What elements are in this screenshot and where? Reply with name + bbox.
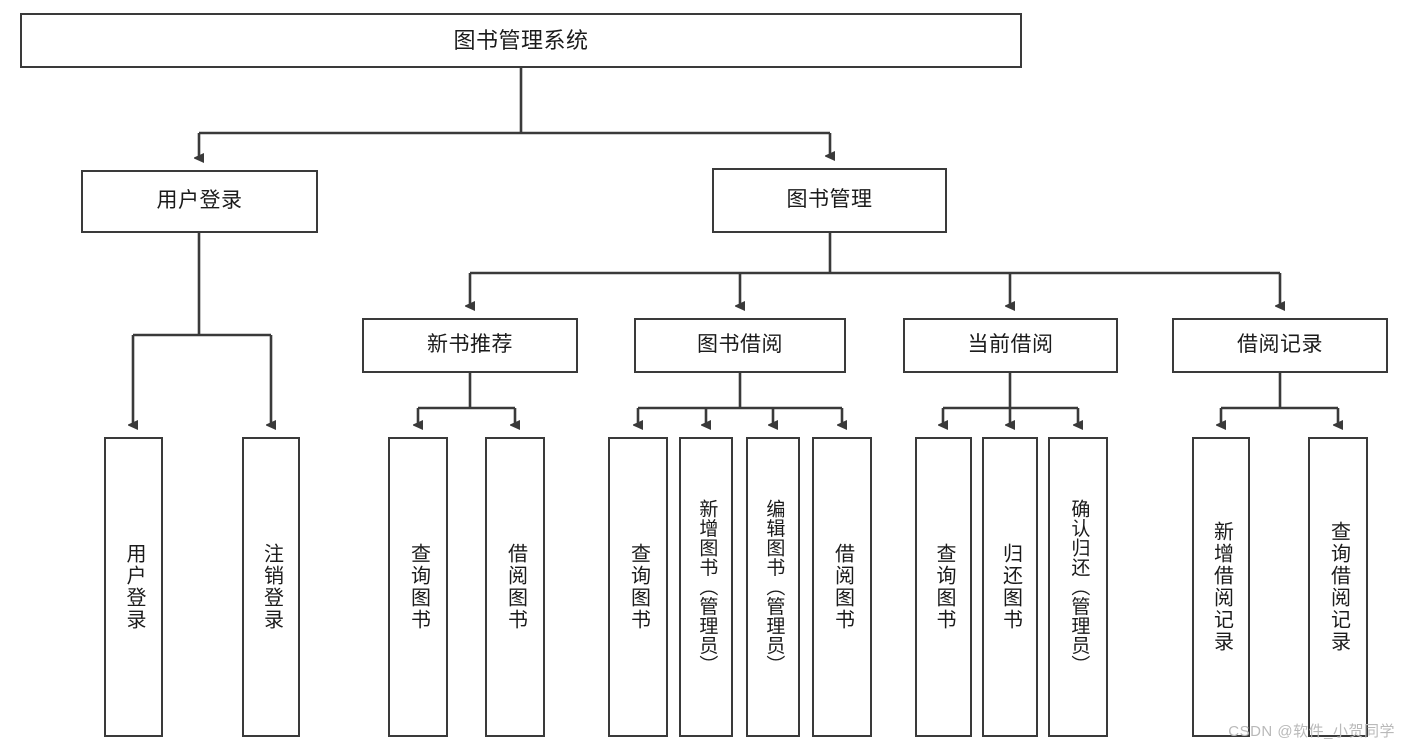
current-borrow-to-leaves-connectors: [943, 373, 1078, 425]
leaf-node-label: 确认归还（管理员）: [1068, 499, 1090, 675]
borrow-record-to-leaves-connectors: [1221, 373, 1338, 425]
leaf-node[interactable]: 注销登录: [242, 437, 300, 737]
leaf-node-label: 新增图书（管理员）: [696, 499, 718, 675]
node-borrow-record[interactable]: 借阅记录: [1172, 318, 1388, 373]
leaf-node[interactable]: 借阅图书: [485, 437, 545, 737]
leaf-node[interactable]: 归还图书: [982, 437, 1038, 737]
leaf-node-label: 查询借阅记录: [1327, 521, 1350, 653]
node-book-borrow-label: 图书借阅: [697, 333, 783, 357]
node-book-borrow[interactable]: 图书借阅: [634, 318, 846, 373]
node-new-book-recommend-label: 新书推荐: [427, 333, 513, 357]
leaf-node-label: 借阅图书: [504, 543, 527, 631]
leaf-node-label: 注销登录: [260, 543, 283, 631]
node-root-label: 图书管理系统: [453, 27, 589, 53]
watermark: CSDN @软件_小贺同学: [1228, 723, 1395, 740]
root-to-level1-connectors: [199, 68, 830, 158]
leaf-node[interactable]: 查询图书: [608, 437, 668, 737]
node-borrow-record-label: 借阅记录: [1237, 333, 1323, 357]
leaf-node-label: 借阅图书: [831, 543, 854, 631]
user-login-to-leaves-connectors: [133, 233, 271, 425]
leaf-node-label: 用户登录: [123, 543, 145, 631]
node-user-login[interactable]: 用户登录: [81, 170, 318, 233]
node-current-borrow-label: 当前借阅: [967, 333, 1054, 357]
node-root-system[interactable]: 图书管理系统: [20, 13, 1022, 68]
leaf-node[interactable]: 编辑图书（管理员）: [746, 437, 800, 737]
node-new-book-recommend[interactable]: 新书推荐: [362, 318, 578, 373]
leaf-node-label: 查询图书: [933, 543, 955, 631]
leaf-node[interactable]: 查询图书: [915, 437, 972, 737]
leaf-node[interactable]: 确认归还（管理员）: [1048, 437, 1108, 737]
leaf-node[interactable]: 新增借阅记录: [1192, 437, 1250, 737]
leaf-node[interactable]: 查询图书: [388, 437, 448, 737]
leaf-node-label: 查询图书: [407, 543, 430, 631]
leaf-node[interactable]: 查询借阅记录: [1308, 437, 1368, 737]
book-manage-to-level2-connectors: [470, 233, 1280, 306]
book-borrow-to-leaves-connectors: [638, 373, 842, 425]
node-book-management[interactable]: 图书管理: [712, 168, 947, 233]
leaf-node-label: 归还图书: [999, 543, 1022, 631]
new-book-to-leaves-connectors: [418, 373, 515, 425]
node-book-management-label: 图书管理: [786, 188, 873, 212]
leaf-node-label: 查询图书: [627, 543, 650, 631]
leaf-node-label: 新增借阅记录: [1210, 521, 1233, 653]
leaf-node[interactable]: 新增图书（管理员）: [679, 437, 733, 737]
node-user-login-label: 用户登录: [156, 189, 243, 213]
leaf-node-label: 编辑图书（管理员）: [763, 499, 785, 675]
node-current-borrow[interactable]: 当前借阅: [903, 318, 1118, 373]
leaf-node[interactable]: 借阅图书: [812, 437, 872, 737]
leaf-node[interactable]: 用户登录: [104, 437, 163, 737]
